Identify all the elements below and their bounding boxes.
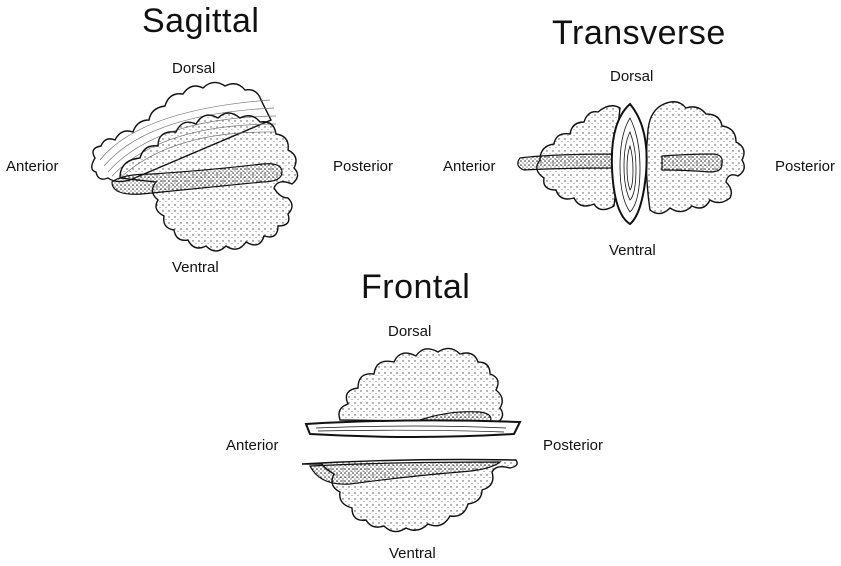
- transverse-right-core: [662, 154, 722, 172]
- transverse-left-core: [518, 154, 620, 170]
- frontal-cut-plate: [306, 420, 520, 437]
- transverse-center-slice: [612, 104, 647, 224]
- transverse-illustration: [518, 102, 745, 224]
- sagittal-illustration: [92, 82, 298, 251]
- frontal-illustration: [302, 348, 520, 531]
- frontal-dorsal-half: [339, 348, 503, 422]
